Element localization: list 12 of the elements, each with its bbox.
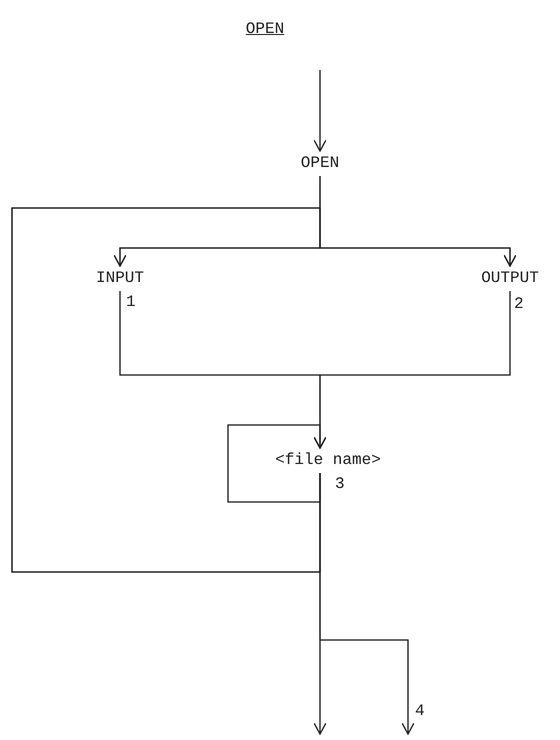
arrow <box>313 70 327 152</box>
keyword: INPUT <box>96 269 144 287</box>
arrow <box>11 207 517 573</box>
keyword: OPEN <box>300 154 340 172</box>
option-number: 2 <box>514 295 524 313</box>
keyword: <file name> <box>275 451 381 469</box>
arrow <box>319 473 415 735</box>
option-number: 3 <box>335 475 345 493</box>
title: OPEN <box>246 20 284 38</box>
keyword: OUTPUT <box>481 269 539 287</box>
arrow <box>227 424 327 503</box>
option-number: 1 <box>126 293 136 311</box>
